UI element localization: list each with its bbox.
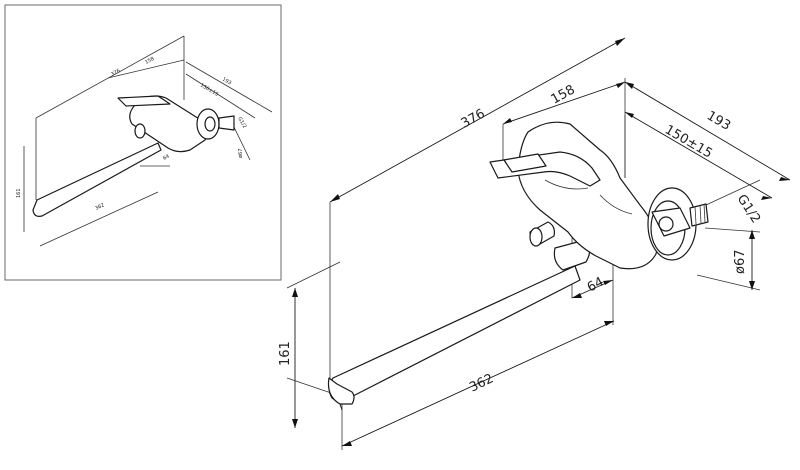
thumbnail-label-offset: 64 xyxy=(162,153,170,161)
label-spout-length: 362 xyxy=(467,371,496,395)
thumbnail-label-spout-length: 362 xyxy=(94,202,105,211)
label-mount-distance: 193 xyxy=(704,108,733,133)
thumbnail-view: 376 158 193 150±15 G1/2 ø67 362 161 64 xyxy=(4,4,282,281)
spout-tip xyxy=(327,377,355,405)
thumbnail-label-thread: G1/2 xyxy=(236,116,247,129)
label-thread: G1/2 xyxy=(734,192,763,226)
thumbnail-label-height: 161 xyxy=(16,188,22,198)
dim-line-center xyxy=(624,111,773,199)
thread-connector xyxy=(689,203,709,227)
spout xyxy=(328,265,581,401)
dim-line-mount xyxy=(624,81,791,181)
thumbnail-label-overall: 376 xyxy=(110,68,121,78)
dim-line-body xyxy=(502,81,626,125)
thumbnail-faucet xyxy=(32,95,235,217)
label-flange-diameter: ø67 xyxy=(733,250,748,275)
label-overall-length: 376 xyxy=(459,106,488,131)
thumbnail-dimension-lines xyxy=(23,35,273,247)
dimension-lines xyxy=(294,37,791,447)
dim-line-overall xyxy=(329,37,626,203)
thumbnail-label-mount: 193 xyxy=(221,77,232,87)
faucet-illustration xyxy=(327,121,709,411)
dim-line-spout xyxy=(341,320,615,447)
thumbnail-frame xyxy=(4,4,282,281)
thumbnail-label-flange: ø67 xyxy=(238,149,244,158)
label-spout-height: 161 xyxy=(278,341,293,366)
mixer-body xyxy=(517,121,658,270)
wall-flange xyxy=(647,187,709,261)
label-center-distance: 150±15 xyxy=(662,122,715,161)
arrowheads xyxy=(292,38,790,446)
diverter-knob xyxy=(529,221,555,247)
label-spout-offset: 64 xyxy=(585,275,607,296)
thumbnail-label-body: 158 xyxy=(144,56,155,66)
